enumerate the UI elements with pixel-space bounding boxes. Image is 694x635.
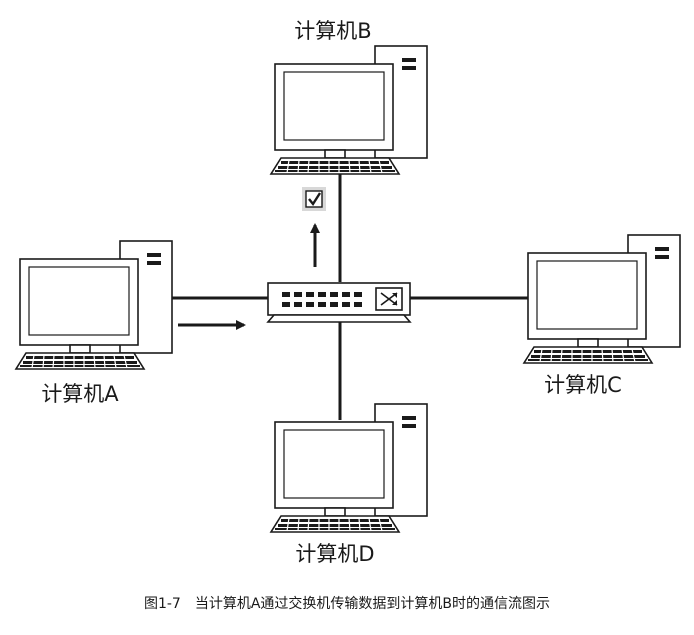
computer-c bbox=[523, 234, 681, 364]
desktop-computer-icon bbox=[270, 45, 428, 175]
desktop-computer-icon bbox=[523, 234, 681, 364]
computer-b bbox=[270, 45, 428, 175]
label-computer-c: 计算机C bbox=[544, 373, 622, 397]
label-computer-d: 计算机D bbox=[295, 542, 374, 566]
figure-caption: 图1-7 当计算机A通过交换机传输数据到计算机B时的通信流图示 bbox=[144, 595, 550, 612]
label-computer-b: 计算机B bbox=[294, 19, 371, 43]
network-switch-icon bbox=[266, 282, 412, 323]
checkbox-checked-icon bbox=[302, 187, 326, 211]
desktop-computer-icon bbox=[270, 403, 428, 533]
computer-a bbox=[15, 240, 173, 370]
computer-d bbox=[270, 403, 428, 533]
desktop-computer-icon bbox=[15, 240, 173, 370]
label-computer-a: 计算机A bbox=[41, 382, 119, 406]
